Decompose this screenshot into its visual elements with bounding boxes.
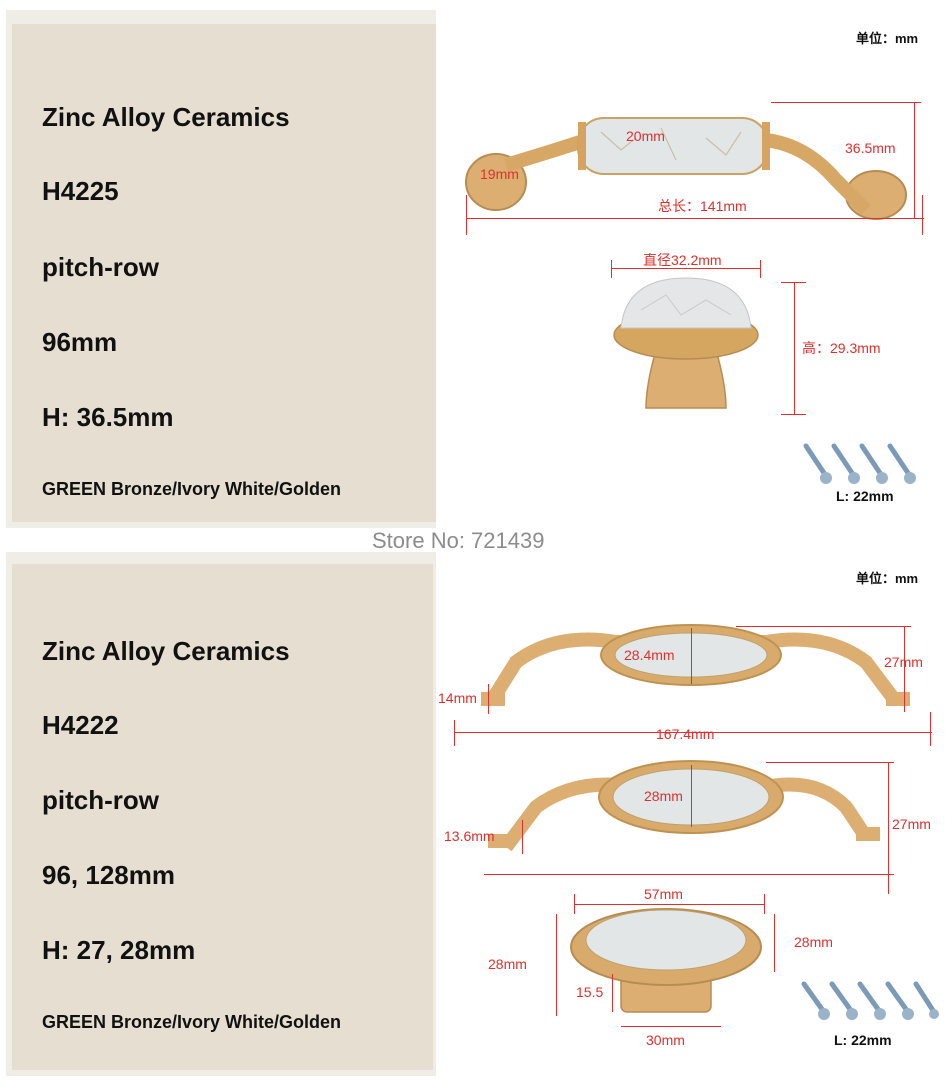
spec-height: H: 36.5mm [42, 402, 174, 432]
handle-128mm-graphic [488, 760, 880, 852]
dim-knob-height: 高：29.3mm [802, 340, 881, 356]
dim-line [574, 894, 575, 914]
unit-label: 单位：mm [856, 571, 919, 586]
screw-length: L: 22mm [834, 1032, 892, 1048]
dim-line [484, 874, 894, 875]
spec-box: Zinc Alloy Ceramics H4225 pitch-row 96mm… [12, 24, 437, 522]
dim-h1-base: 14mm [438, 690, 477, 706]
dim-ceramic-length: 20mm [626, 128, 665, 144]
spec-pitch-value: 96mm [42, 327, 118, 357]
screws-icon [803, 443, 916, 484]
dim-h2-base: 13.6mm [444, 828, 495, 844]
dim-line [930, 712, 931, 746]
dim-line [771, 102, 921, 103]
dim-h1-length: 167.4mm [656, 726, 715, 742]
product-panel-h4225: Zinc Alloy Ceramics H4225 pitch-row 96mm… [6, 10, 939, 528]
spec-model: H4225 [42, 176, 119, 206]
dim-line [466, 195, 467, 235]
dim-knob-width: 57mm [644, 886, 683, 902]
dim-h1-height: 27mm [884, 654, 923, 670]
dim-line [691, 765, 692, 827]
dim-line [611, 268, 761, 269]
dim-h2-height: 27mm [892, 816, 931, 832]
dim-left-height: 19mm [480, 166, 519, 182]
product-photo: 单位：mm 28.4mm 27mm 14mm 167.4mm 28mm [436, 552, 939, 1076]
dim-line [454, 732, 932, 733]
dim-line [621, 1026, 721, 1027]
product-panel-h4222: Zinc Alloy Ceramics H4222 pitch-row 96, … [6, 552, 939, 1076]
dim-line [612, 974, 613, 1012]
spec-colors: GREEN Bronze/Ivory White/Golden [42, 1012, 342, 1032]
dim-line [888, 762, 889, 894]
dim-line [466, 218, 924, 219]
dim-line [611, 260, 612, 278]
knob-h4225-graphic [613, 277, 759, 409]
dim-line [691, 628, 692, 684]
dim-knob-diameter: 直径32.2mm [643, 252, 722, 268]
unit-label: 单位：mm [856, 31, 919, 46]
spec-box: Zinc Alloy Ceramics H4222 pitch-row 96, … [12, 564, 433, 1070]
dim-line [774, 914, 775, 972]
dim-right-height: 36.5mm [845, 140, 896, 156]
dim-knob-base-height: 15.5 [576, 984, 604, 1000]
spec-colors: GREEN Bronze/Ivory White/Golden [42, 479, 342, 499]
screws-icon [801, 981, 939, 1020]
dim-line [766, 762, 894, 763]
dim-line [454, 720, 455, 746]
dim-line [760, 260, 761, 278]
spec-pitch-value: 96, 128mm [42, 860, 175, 890]
spec-material: Zinc Alloy Ceramics [42, 102, 290, 132]
spec-material: Zinc Alloy Ceramics [42, 636, 290, 666]
store-number: Store No: 721439 [372, 528, 545, 553]
dim-knob-height-right: 28mm [794, 934, 833, 950]
dim-total-length: 总长：141mm [658, 198, 747, 214]
dim-line [764, 894, 765, 914]
dim-line [556, 914, 557, 1016]
dim-line [922, 195, 923, 235]
dim-h1-ceramic: 28.4mm [624, 647, 675, 663]
product-photo: 单位：mm 20mm 19mm 36.5mm 总长：141mm 直径32.2mm [436, 10, 939, 528]
dim-line [574, 904, 764, 905]
dim-line [736, 626, 911, 627]
dim-line [781, 282, 806, 283]
spec-pitch-label: pitch-row [42, 252, 159, 282]
dim-line [914, 102, 915, 218]
spec-model: H4222 [42, 710, 119, 740]
dim-line [904, 626, 905, 712]
dim-line [794, 282, 795, 414]
dim-line [522, 820, 523, 854]
dim-knob-height-left: 28mm [488, 956, 527, 972]
dim-knob-base-width: 30mm [646, 1032, 685, 1048]
dim-line [488, 684, 489, 714]
screw-length: L: 22mm [836, 488, 894, 504]
spec-pitch-label: pitch-row [42, 785, 159, 815]
dim-h2-ceramic: 28mm [644, 788, 683, 804]
dim-line [781, 414, 806, 415]
oval-knob-graphic [570, 908, 762, 1013]
spec-height: H: 27, 28mm [42, 935, 196, 965]
handle-h4225-graphic [465, 117, 907, 220]
